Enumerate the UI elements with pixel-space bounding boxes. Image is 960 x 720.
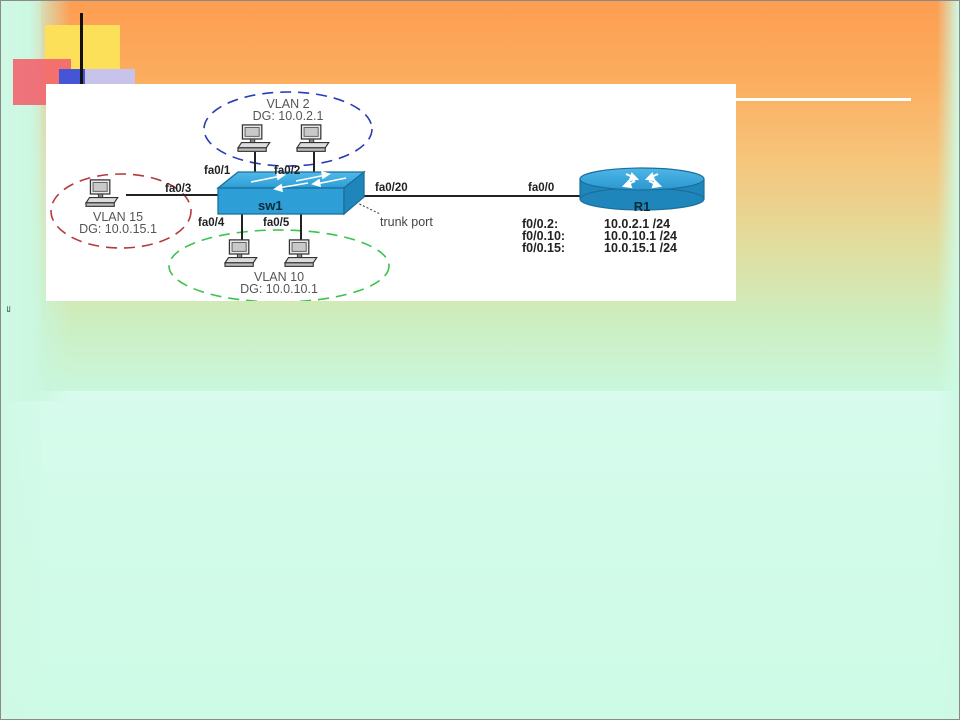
network-diagram: VLAN 2 DG: 10.0.2.1 VLAN 15 DG: 10.0.15.… xyxy=(46,84,736,301)
port-fa0-20: fa0/20 xyxy=(375,182,408,194)
router-r1 xyxy=(579,167,705,211)
switch-label: sw1 xyxy=(258,198,283,213)
subif-0-name: f0/0.2: xyxy=(522,217,558,231)
vlan2-name: VLAN 2 xyxy=(266,97,309,111)
trunk-pointer xyxy=(344,196,381,215)
subif-2-address: 10.0.15.1 /24 xyxy=(604,241,677,255)
vlan10-gateway: DG: 10.0.10.1 xyxy=(240,282,318,296)
vlan15-gateway: DG: 10.0.15.1 xyxy=(79,222,157,236)
left-strip xyxy=(1,1,41,719)
pc-vlan10-a xyxy=(224,239,258,268)
decor-vertical-line xyxy=(80,13,83,103)
subif-2-name: f0/0.15: xyxy=(522,241,565,255)
port-fa0-5: fa0/5 xyxy=(263,217,290,229)
side-glyph: ᄃ xyxy=(6,304,16,313)
router-label: R1 xyxy=(634,199,651,214)
vlan2-gateway: DG: 10.0.2.1 xyxy=(253,109,324,123)
vlan2-zone xyxy=(203,91,373,167)
subif-0-address: 10.0.2.1 /24 xyxy=(604,217,670,231)
pc-vlan2-b xyxy=(296,124,330,153)
switch-sw1 xyxy=(216,170,366,216)
port-fa0-1: fa0/1 xyxy=(204,165,231,177)
trunk-port-label: trunk port xyxy=(380,215,433,229)
title-underline xyxy=(731,98,911,101)
pc-vlan10-b xyxy=(284,239,318,268)
port-fa0-3: fa0/3 xyxy=(165,183,191,195)
port-fa0-2: fa0/2 xyxy=(274,165,300,177)
right-fade xyxy=(937,1,959,719)
vlan10-zone xyxy=(168,229,390,301)
subif-1-name: f0/0.10: xyxy=(522,229,565,243)
vlan15-name: VLAN 15 xyxy=(93,210,143,224)
pc-vlan2-a xyxy=(237,124,271,153)
vlan10-name: VLAN 10 xyxy=(254,270,304,284)
port-fa0-0: fa0/0 xyxy=(528,182,554,194)
subif-1-address: 10.0.10.1 /24 xyxy=(604,229,677,243)
port-fa0-4: fa0/4 xyxy=(198,217,225,229)
pc-vlan15 xyxy=(85,179,119,208)
vlan15-zone xyxy=(50,173,192,249)
